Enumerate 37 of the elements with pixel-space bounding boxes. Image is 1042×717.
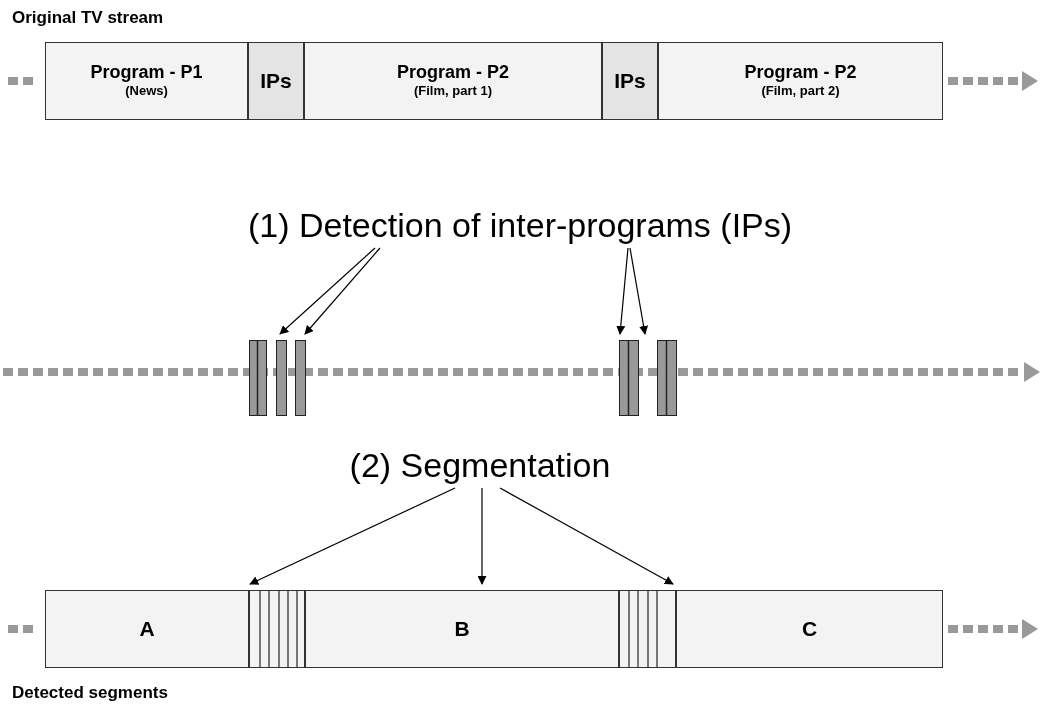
segment-title: IPs (260, 68, 292, 94)
segment-title: B (454, 616, 470, 642)
arrow (629, 247, 649, 335)
step-heading: (1) Detection of inter-programs (IPs) (247, 205, 793, 245)
detected-ip-bar (249, 340, 267, 416)
segment-title: A (139, 616, 155, 642)
arrow (279, 247, 376, 335)
stream-caption: Detected segments (12, 683, 168, 703)
program-segment (304, 42, 602, 120)
detected-ip-bar (276, 340, 287, 416)
detected-ip-bar (619, 340, 639, 416)
segment-subtitle: (Film, part 2) (761, 82, 840, 100)
inter-program-segment (248, 42, 304, 120)
program-segment (45, 590, 249, 668)
segment-title: IPs (614, 68, 646, 94)
segment-title: C (801, 616, 818, 642)
program-segment (676, 590, 943, 668)
striped-segment (249, 590, 305, 668)
inter-program-segment (602, 42, 658, 120)
striped-segment (619, 590, 676, 668)
program-segment (305, 590, 619, 668)
arrow (304, 247, 381, 335)
segment-title: Program - P1 (90, 62, 203, 83)
step-heading: (2) Segmentation (349, 445, 611, 485)
program-segment (45, 42, 248, 120)
arrow (499, 487, 674, 585)
segment-title: Program - P2 (396, 62, 509, 83)
detected-ip-bar (657, 340, 677, 416)
arrow (477, 487, 487, 585)
segment-subtitle: (News) (125, 82, 168, 100)
program-segment (658, 42, 943, 120)
arrow (249, 487, 456, 585)
stream-caption: Original TV stream (12, 8, 164, 28)
segment-subtitle: (Film, part 1) (414, 82, 492, 100)
arrow (616, 247, 629, 335)
detected-ip-bar (295, 340, 306, 416)
segment-title: Program - P2 (744, 62, 857, 83)
